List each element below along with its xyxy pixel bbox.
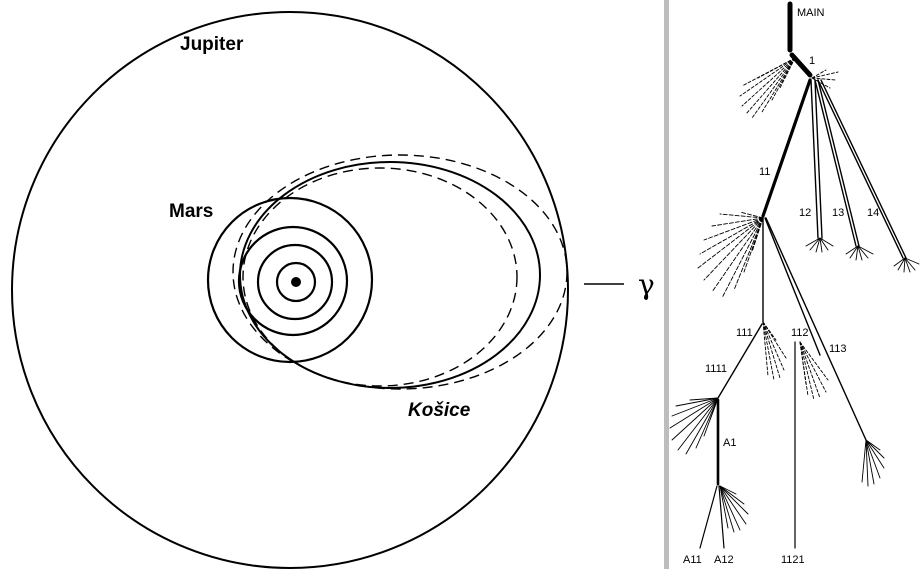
mars-label: Mars: [169, 201, 213, 222]
fan-solid-at-113: [861, 439, 885, 487]
branch-1111: [717, 323, 763, 399]
branch-113: [765, 217, 867, 441]
earth-orbit: [237, 225, 349, 337]
venus-orbit: [256, 243, 334, 321]
sun-dot: [291, 277, 301, 287]
fan-solid-at-A1: [719, 485, 749, 533]
branch-12: [810, 79, 823, 239]
fan-dashed-at-1: [811, 69, 839, 89]
panel-divider: [664, 0, 669, 569]
node-label-111: 111: [736, 327, 753, 339]
branch-14: [817, 79, 907, 259]
node-label-A11: A11: [683, 554, 702, 566]
node-label-112: 112: [791, 327, 809, 339]
orbit-diagram: Jupiter Mars Košice γ: [11, 11, 655, 569]
node-label-113: 113: [829, 343, 847, 355]
kosice-label: Košice: [408, 400, 471, 421]
mercury-orbit: [275, 261, 317, 303]
kosice-orbit-dashed-inner: [242, 167, 518, 387]
branch-A11: [699, 485, 718, 549]
fan-solid-at-14: [893, 257, 920, 273]
fan-solid-at-13: [845, 245, 874, 261]
node-label-A1: A1: [723, 437, 736, 449]
kosice-orbit: [239, 161, 541, 389]
node-label-main: MAIN: [797, 7, 825, 19]
branch-13: [814, 79, 860, 247]
kosice-orbit-dashed-outer: [232, 154, 568, 390]
node-label-A12: A12: [714, 554, 734, 566]
fan-dashed-at-112: [799, 341, 829, 401]
node-label-13: 13: [832, 207, 844, 219]
fan-solid-at-1111: [669, 397, 719, 455]
gamma-label: γ: [638, 268, 655, 301]
jupiter-label: Jupiter: [180, 34, 244, 55]
node-label-1121: 1121: [781, 554, 805, 566]
jupiter-orbit: [11, 11, 569, 569]
fan-dashed-at-111: [762, 321, 787, 381]
fan-dashed-upper-left: [739, 57, 796, 119]
node-label-14: 14: [867, 207, 879, 219]
fan-solid-at-12: [805, 237, 834, 253]
branch-112: [764, 217, 821, 356]
mars-orbit: [206, 196, 374, 364]
node-label-1111: 1111: [705, 363, 727, 375]
node-label-1: 1: [809, 55, 815, 67]
node-label-12: 12: [799, 207, 811, 219]
node-label-11: 11: [759, 166, 770, 178]
branch-A12: [718, 485, 725, 549]
branch-11: [761, 78, 812, 218]
fan-dashed-at-11: [697, 211, 764, 299]
